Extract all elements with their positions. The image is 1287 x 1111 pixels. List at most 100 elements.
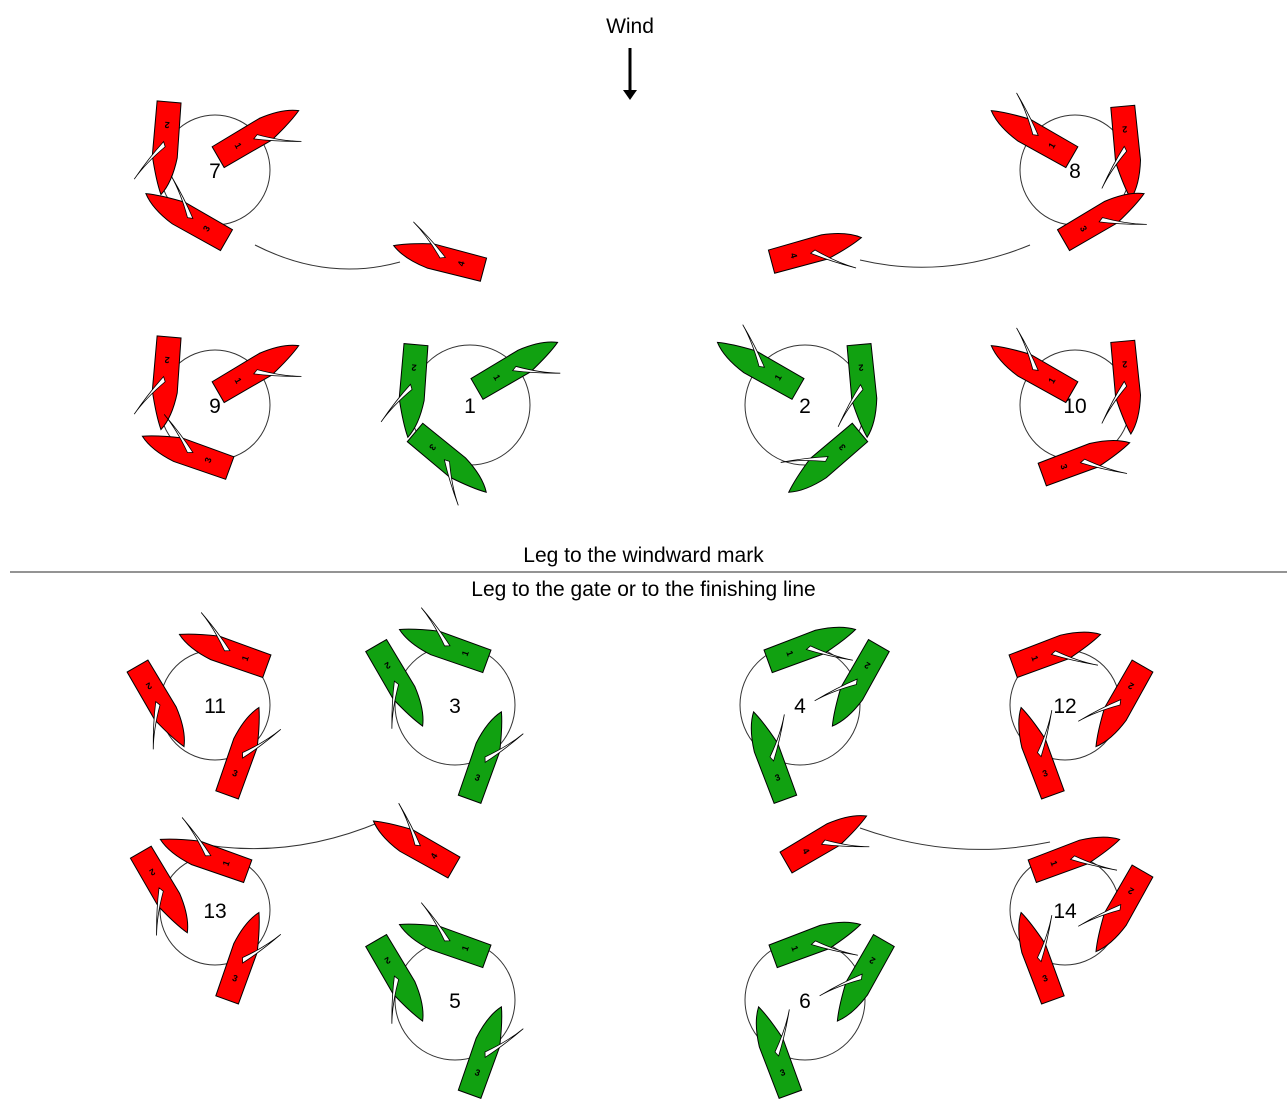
boat-hull (159, 838, 253, 884)
sail (170, 175, 194, 219)
boat-position-number: 2 (1126, 680, 1135, 691)
boat-3: 3 (1018, 911, 1065, 1005)
boat-hull (141, 435, 235, 480)
boat-3: 3 (1056, 192, 1147, 252)
sail (837, 383, 864, 427)
approach-track (189, 821, 381, 850)
wind-label: Wind (606, 15, 654, 38)
sail (1016, 327, 1039, 371)
sail (511, 365, 561, 374)
maneuver-number: 10 (1063, 395, 1086, 418)
sail (200, 612, 231, 652)
sail (156, 887, 164, 936)
maneuver-number: 8 (1069, 160, 1081, 183)
boat-2: 2 (1101, 339, 1142, 435)
boat-1: 1 (716, 324, 805, 401)
boat-position-number: 3 (1041, 768, 1049, 779)
boat-position-number: 4 (456, 260, 467, 267)
boat-3: 3 (457, 1005, 524, 1099)
boat-position-number: 2 (863, 660, 872, 671)
boat-1: 1 (178, 612, 272, 679)
maneuver-number: 3 (449, 695, 461, 718)
boat-hull (1095, 659, 1154, 748)
boat-hull (750, 710, 798, 804)
sail (1101, 145, 1128, 189)
boat-2: 2 (133, 100, 182, 196)
windward-leg-caption: Leg to the windward mark (523, 544, 764, 567)
sail (253, 134, 302, 142)
sail (391, 975, 400, 1024)
boat-position-number: 3 (203, 456, 214, 464)
maneuver-number: 14 (1053, 900, 1077, 923)
sail (1101, 380, 1128, 424)
boat-2: 2 (126, 659, 185, 750)
boat-hull (211, 109, 300, 169)
boat-position-number: 1 (784, 649, 795, 657)
boat-hull (1037, 439, 1131, 487)
sail (420, 902, 451, 942)
boat-position-number: 1 (1029, 654, 1040, 662)
maneuver-number: 5 (449, 990, 461, 1013)
boat-position-number: 2 (164, 355, 170, 365)
boat-1: 1 (1027, 836, 1121, 884)
boat-position-number: 1 (1046, 141, 1057, 150)
boat-1: 1 (768, 921, 862, 969)
boat-hull (365, 933, 424, 1022)
boat-hull (398, 923, 492, 969)
sail (391, 680, 400, 729)
maneuver-number: 13 (203, 900, 226, 923)
boat-position-number: 1 (1048, 859, 1059, 867)
sail (380, 383, 413, 423)
boat-3: 3 (215, 706, 282, 800)
boat-hull (126, 659, 185, 748)
boat-1: 1 (763, 626, 857, 674)
boat-3: 3 (406, 422, 487, 506)
sail (1016, 92, 1039, 136)
boat-4: 4 (779, 815, 870, 874)
boat-3: 3 (457, 710, 524, 804)
boat-position-number: 1 (232, 376, 243, 385)
boat-position-number: 4 (800, 846, 811, 855)
sail (133, 375, 166, 415)
boat-position-number: 4 (428, 851, 439, 860)
sail (484, 1028, 524, 1059)
sail (1078, 699, 1122, 722)
boat-position-number: 2 (164, 120, 170, 130)
boat-hull (406, 422, 487, 493)
sail (1069, 855, 1118, 871)
boat-2: 2 (1101, 104, 1142, 200)
boat-3: 3 (1018, 706, 1065, 800)
sail (814, 678, 858, 702)
boat-1: 1 (1008, 631, 1102, 679)
boat-1: 1 (990, 92, 1079, 169)
boat-4: 4 (392, 221, 488, 282)
boat-3: 3 (780, 422, 869, 493)
maneuver-number: 1 (464, 395, 476, 418)
boat-position-number: 1 (460, 944, 471, 952)
boat-position-number: 2 (1126, 885, 1135, 896)
boat-hull (1027, 836, 1121, 884)
maneuver-number: 4 (794, 695, 806, 718)
approach-track (859, 244, 1031, 268)
boat-position-number: 2 (144, 680, 153, 691)
boat-position-number: 3 (473, 772, 481, 783)
boat-3: 3 (141, 414, 235, 480)
boat-hull (178, 633, 272, 679)
boat-1: 1 (211, 109, 302, 169)
boat-hull (1008, 631, 1102, 679)
sail (1078, 904, 1122, 927)
boat-3: 3 (750, 710, 798, 804)
sail (242, 729, 282, 759)
boat-hull (1056, 192, 1145, 252)
boat-position-number: 2 (383, 955, 392, 966)
sail (805, 645, 853, 661)
boat-hull (716, 341, 805, 401)
sail (1079, 458, 1128, 474)
